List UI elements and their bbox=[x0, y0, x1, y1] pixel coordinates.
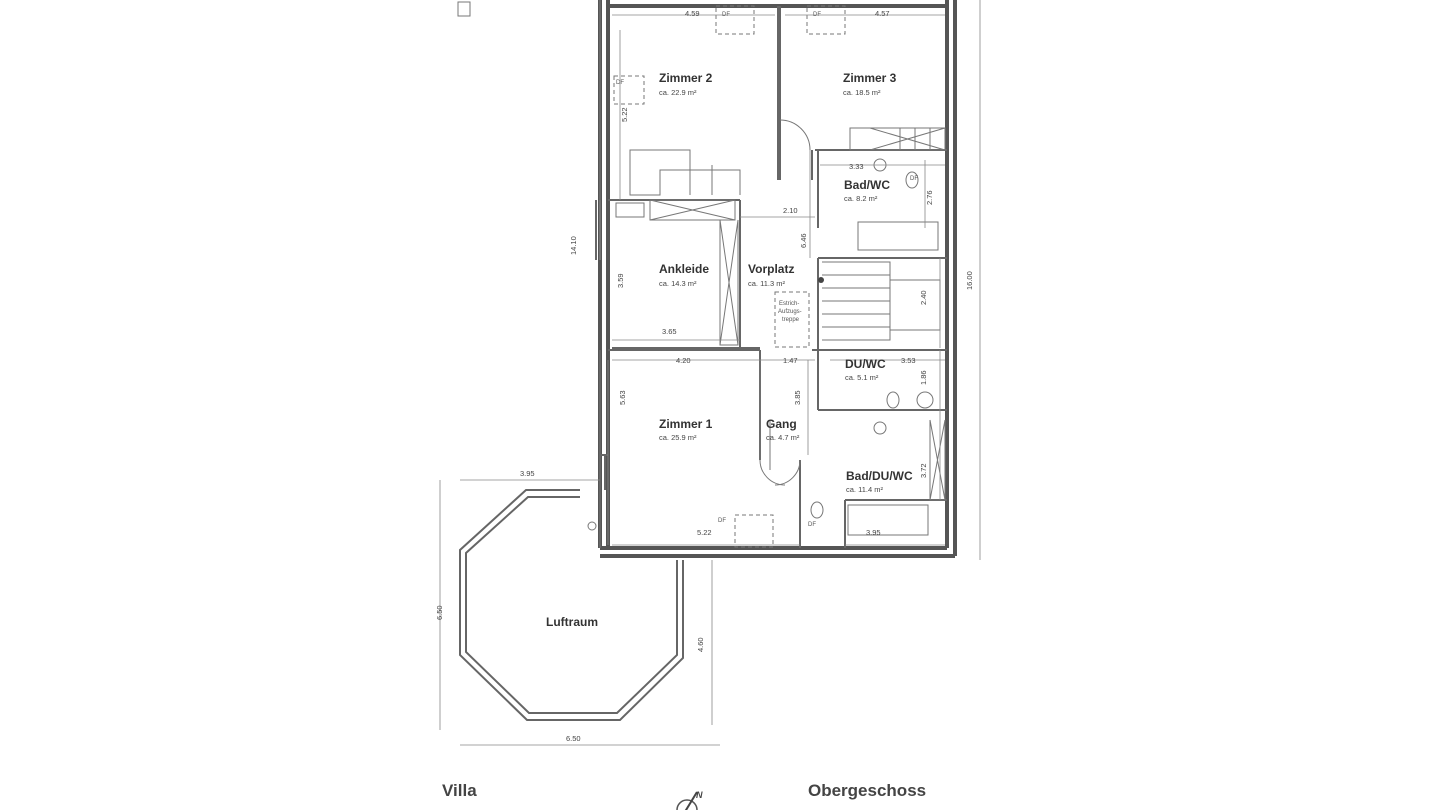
stair-label: Aufzugs- bbox=[778, 309, 802, 315]
room-du-wc-area: ca. 5.1 m² bbox=[845, 373, 879, 382]
dim-z1-bottom: 5.22 bbox=[697, 528, 712, 537]
room-vorplatz-area: ca. 11.3 m² bbox=[748, 279, 785, 288]
room-luftraum: Luftraum bbox=[546, 615, 598, 629]
dim-luft-height: 6.50 bbox=[435, 605, 444, 620]
dim-gang-width: 1.47 bbox=[783, 356, 798, 365]
room-zimmer-1-area: ca. 25.9 m² bbox=[659, 433, 697, 442]
room-bad-du-wc-area: ca. 11.4 m² bbox=[846, 485, 883, 494]
stair-label: Estrich- bbox=[779, 301, 799, 307]
dimension-lines bbox=[439, 0, 981, 746]
staircase bbox=[818, 261, 941, 341]
corner-marker-icon bbox=[457, 1, 471, 17]
dim-z1-height: 5.63 bbox=[618, 390, 627, 405]
fixtures bbox=[615, 119, 939, 536]
df-label: DF bbox=[808, 522, 816, 528]
room-zimmer-2: Zimmer 2 bbox=[659, 71, 713, 85]
dim-balcony-offset: 3.95 bbox=[520, 469, 535, 478]
project-title: Villa bbox=[442, 781, 477, 800]
dim-duwc-width: 3.53 bbox=[901, 356, 916, 365]
room-zimmer-3: Zimmer 3 bbox=[843, 71, 897, 85]
room-bad-du-wc: Bad/DU/WC bbox=[846, 469, 913, 483]
dim-bad-height: 2.76 bbox=[925, 190, 934, 205]
room-bad-wc-area: ca. 8.2 m² bbox=[844, 194, 878, 203]
dim-vorplatz-width: 2.10 bbox=[783, 206, 798, 215]
dim-gang-height: 3.85 bbox=[793, 390, 802, 405]
dim-left-total: 14.10 bbox=[569, 236, 578, 255]
dim-luft-height2: 4.60 bbox=[696, 637, 705, 652]
north-arrow-icon: N bbox=[676, 790, 703, 810]
dim-bath-bottom: 3.95 bbox=[866, 528, 881, 537]
room-ankleide-area: ca. 14.3 m² bbox=[659, 279, 697, 288]
dim-ankleide-height: 3.59 bbox=[616, 273, 625, 288]
dim-luft-width: 6.50 bbox=[566, 734, 581, 743]
dim-bath-height: 3.72 bbox=[919, 463, 928, 478]
room-gang-area: ca. 4.7 m² bbox=[766, 433, 800, 442]
df-label: DF bbox=[910, 176, 918, 182]
dim-right-total: 16.00 bbox=[965, 271, 974, 290]
room-zimmer-2-area: ca. 22.9 m² bbox=[659, 88, 697, 97]
dim-ankleide-width: 3.65 bbox=[662, 327, 677, 336]
room-du-wc: DU/WC bbox=[845, 357, 886, 371]
north-label: N bbox=[696, 790, 703, 800]
dim-vorplatz-height: 6.46 bbox=[799, 233, 808, 248]
df-label: DF bbox=[718, 518, 726, 524]
luftraum-octagon bbox=[459, 455, 684, 721]
dim-z2-height: 5.22 bbox=[620, 107, 629, 122]
dim-duwc-height: 1.86 bbox=[919, 370, 928, 385]
dim-z1-top: 4.20 bbox=[676, 356, 691, 365]
room-ankleide: Ankleide bbox=[659, 262, 709, 276]
room-gang: Gang bbox=[766, 417, 797, 431]
room-zimmer-3-area: ca. 18.5 m² bbox=[843, 88, 881, 97]
stair-label: treppe bbox=[782, 317, 800, 323]
room-vorplatz: Vorplatz bbox=[748, 262, 794, 276]
stair-small bbox=[629, 127, 946, 501]
room-zimmer-1: Zimmer 1 bbox=[659, 417, 713, 431]
dim-z3-width: 4.57 bbox=[875, 9, 890, 18]
dim-z2-width: 4.59 bbox=[685, 9, 700, 18]
dim-bad-width: 3.33 bbox=[849, 162, 864, 171]
floor-title: Obergeschoss bbox=[808, 781, 926, 800]
room-bad-wc: Bad/WC bbox=[844, 178, 890, 192]
dim-stair-height: 2.40 bbox=[919, 290, 928, 305]
